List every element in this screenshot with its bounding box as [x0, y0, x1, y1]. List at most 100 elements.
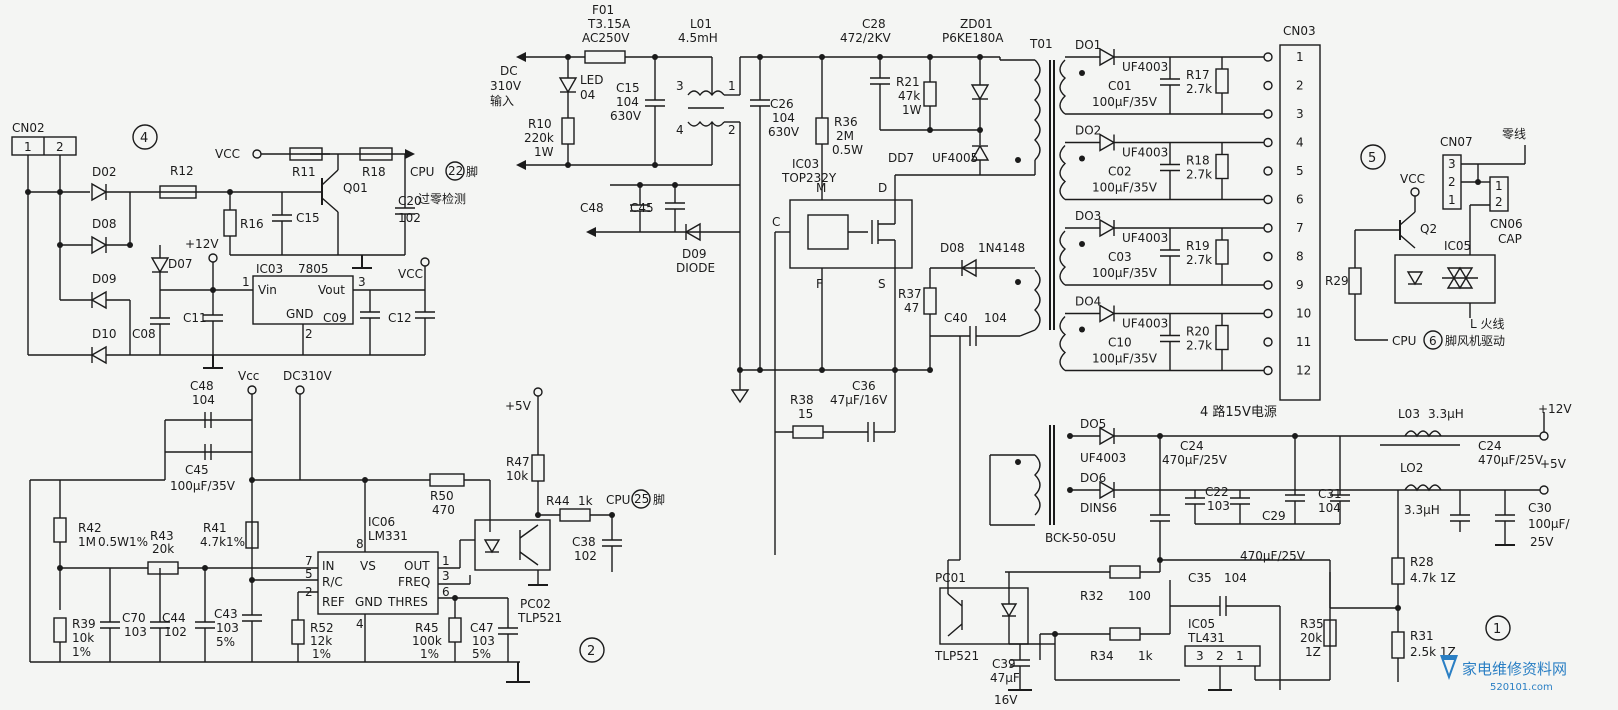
pc02-part: TLP521	[517, 611, 562, 625]
transformer-part: BCK-50-05U	[1045, 531, 1116, 545]
fuse-rating: T3.15A	[587, 17, 631, 31]
rail-cap-label: C03	[1108, 250, 1132, 264]
rail-diode	[1099, 47, 1116, 67]
ic03-vout: Vout	[318, 283, 345, 297]
rail-res-value: 2.7k	[1186, 168, 1212, 182]
l03-value: 3.3μH	[1428, 407, 1464, 421]
ic03-top-pin-s: S	[878, 277, 886, 291]
r32-value: 100	[1128, 589, 1151, 603]
cn03-pin-11: 11	[1296, 335, 1311, 349]
r28-ref: R28	[1410, 555, 1434, 569]
rail-cap-value: 100μF/35V	[1092, 95, 1158, 109]
cn07-ref: CN07	[1440, 135, 1473, 149]
c39-ref: C39	[992, 657, 1016, 671]
cn07-pin-2: 2	[1448, 175, 1456, 189]
secondary-winding	[1059, 59, 1067, 115]
cn02-pin-1: 1	[24, 140, 32, 154]
c36-ref: C36	[852, 379, 876, 393]
ic06-pin-4: 4	[356, 617, 364, 631]
c43-label: C43	[214, 607, 238, 621]
cn03-pin-terminal	[1263, 308, 1273, 319]
dc310-label-s2: DC310V	[283, 369, 333, 383]
r12-label: R12	[170, 164, 194, 178]
winding-dot	[1079, 326, 1085, 333]
r41-label: R41	[203, 521, 227, 535]
ic06-pin-1: 1	[442, 554, 450, 568]
ic05-tl431-pin-3: 3	[1196, 649, 1204, 663]
rail-diode-label: DO2	[1075, 124, 1101, 138]
r10-value: 220k	[524, 131, 554, 145]
cn03-pin-terminal	[1263, 337, 1273, 347]
section-5-fan-drive: 5 CN07 零线 3 2 1 1 2 CN06 CAP VCC Q2 IC05	[1325, 127, 1526, 350]
q2-label: Q2	[1420, 222, 1437, 236]
c38-label: C38	[572, 535, 596, 549]
t01-ref: T01	[1029, 37, 1053, 51]
rail-res-label: R18	[1186, 154, 1210, 168]
ic06-ref: IC06	[368, 515, 395, 529]
l01-pin2: 2	[728, 123, 736, 137]
secondary-winding	[1059, 316, 1067, 372]
cn03-pin-terminal	[1263, 166, 1273, 176]
rail-res-label: R17	[1186, 68, 1210, 82]
ic03-top-pin-m: M	[816, 181, 826, 195]
r31-ref: R31	[1410, 629, 1434, 643]
rail-diode-part: UF4003	[1122, 231, 1168, 245]
r35-value: 20k	[1300, 631, 1322, 645]
cn03-pin-terminal	[1263, 280, 1273, 290]
r50-label: R50	[430, 489, 454, 503]
ic06-pin-6: 6	[442, 585, 450, 599]
d02-label: D02	[92, 165, 117, 179]
r42-power: 0.5W1%	[98, 535, 148, 549]
ic06-pin-5: 5	[305, 567, 313, 581]
c28-value: 472/2KV	[840, 31, 891, 45]
c08-label: C08	[132, 327, 156, 341]
ic05-tl431-pin-2: 2	[1216, 649, 1224, 663]
c09-label: C09	[323, 311, 347, 325]
c30-voltage: 25V	[1530, 535, 1554, 549]
r21-value: 47k	[898, 89, 920, 103]
ic05-tl431-pin-1: 1	[1236, 649, 1244, 663]
winding-dot	[1079, 241, 1085, 247]
r39-tol: 1%	[72, 645, 91, 659]
ic03-7805-part: 7805	[298, 262, 329, 276]
r43-value: 20k	[152, 542, 174, 556]
ic03-pin2: 2	[305, 327, 313, 341]
c39-value: 47μF	[990, 671, 1020, 685]
ic03-top-ref: IC03	[792, 157, 819, 171]
cn03-pin-6: 6	[1296, 193, 1304, 207]
l-line-label: L 火线	[1470, 317, 1505, 331]
ic05-right-label: IC05	[1444, 239, 1471, 253]
r38-ref: R38	[790, 393, 814, 407]
rail-resistor	[1215, 68, 1229, 94]
d07-label: D07	[168, 257, 193, 271]
r21-power: 1W	[902, 103, 922, 117]
cn03-pin-12: 12	[1296, 364, 1311, 378]
ic06-rc: R/C	[322, 575, 343, 589]
winding-dot	[1079, 70, 1085, 76]
r34-value: 1k	[1138, 649, 1153, 663]
c31-value: 104	[1318, 501, 1341, 515]
r29-label: R29	[1325, 274, 1349, 288]
c24a-ref: C24	[1180, 439, 1204, 453]
cn06-pin-1: 1	[1495, 179, 1503, 193]
r44-value: 1k	[578, 494, 593, 508]
pin-suffix-s4: 脚	[466, 164, 478, 179]
d06-part: DINS6	[1080, 501, 1117, 515]
cn03-pin-terminal	[1263, 109, 1273, 119]
d10-label: D10	[92, 327, 117, 341]
d08-top-value: 1N4148	[978, 241, 1025, 255]
ic03-top-part: TOP232Y	[781, 171, 837, 185]
c47-label: C47	[470, 621, 494, 635]
rail-cap-label: C02	[1108, 165, 1132, 179]
dc-input-line1: DC	[500, 64, 518, 78]
ic03-pin1: 1	[242, 275, 250, 289]
c39-voltage: 16V	[994, 693, 1018, 707]
cn03-ref: CN03	[1283, 24, 1316, 38]
ic05-tl431-part: TL431	[1187, 631, 1225, 645]
cn03-pin-7: 7	[1296, 221, 1304, 235]
r39-value: 10k	[72, 631, 94, 645]
rail-diode-label: DO4	[1075, 295, 1101, 309]
led-ref: LED	[580, 73, 604, 87]
fuse-voltage: AC250V	[582, 31, 630, 45]
